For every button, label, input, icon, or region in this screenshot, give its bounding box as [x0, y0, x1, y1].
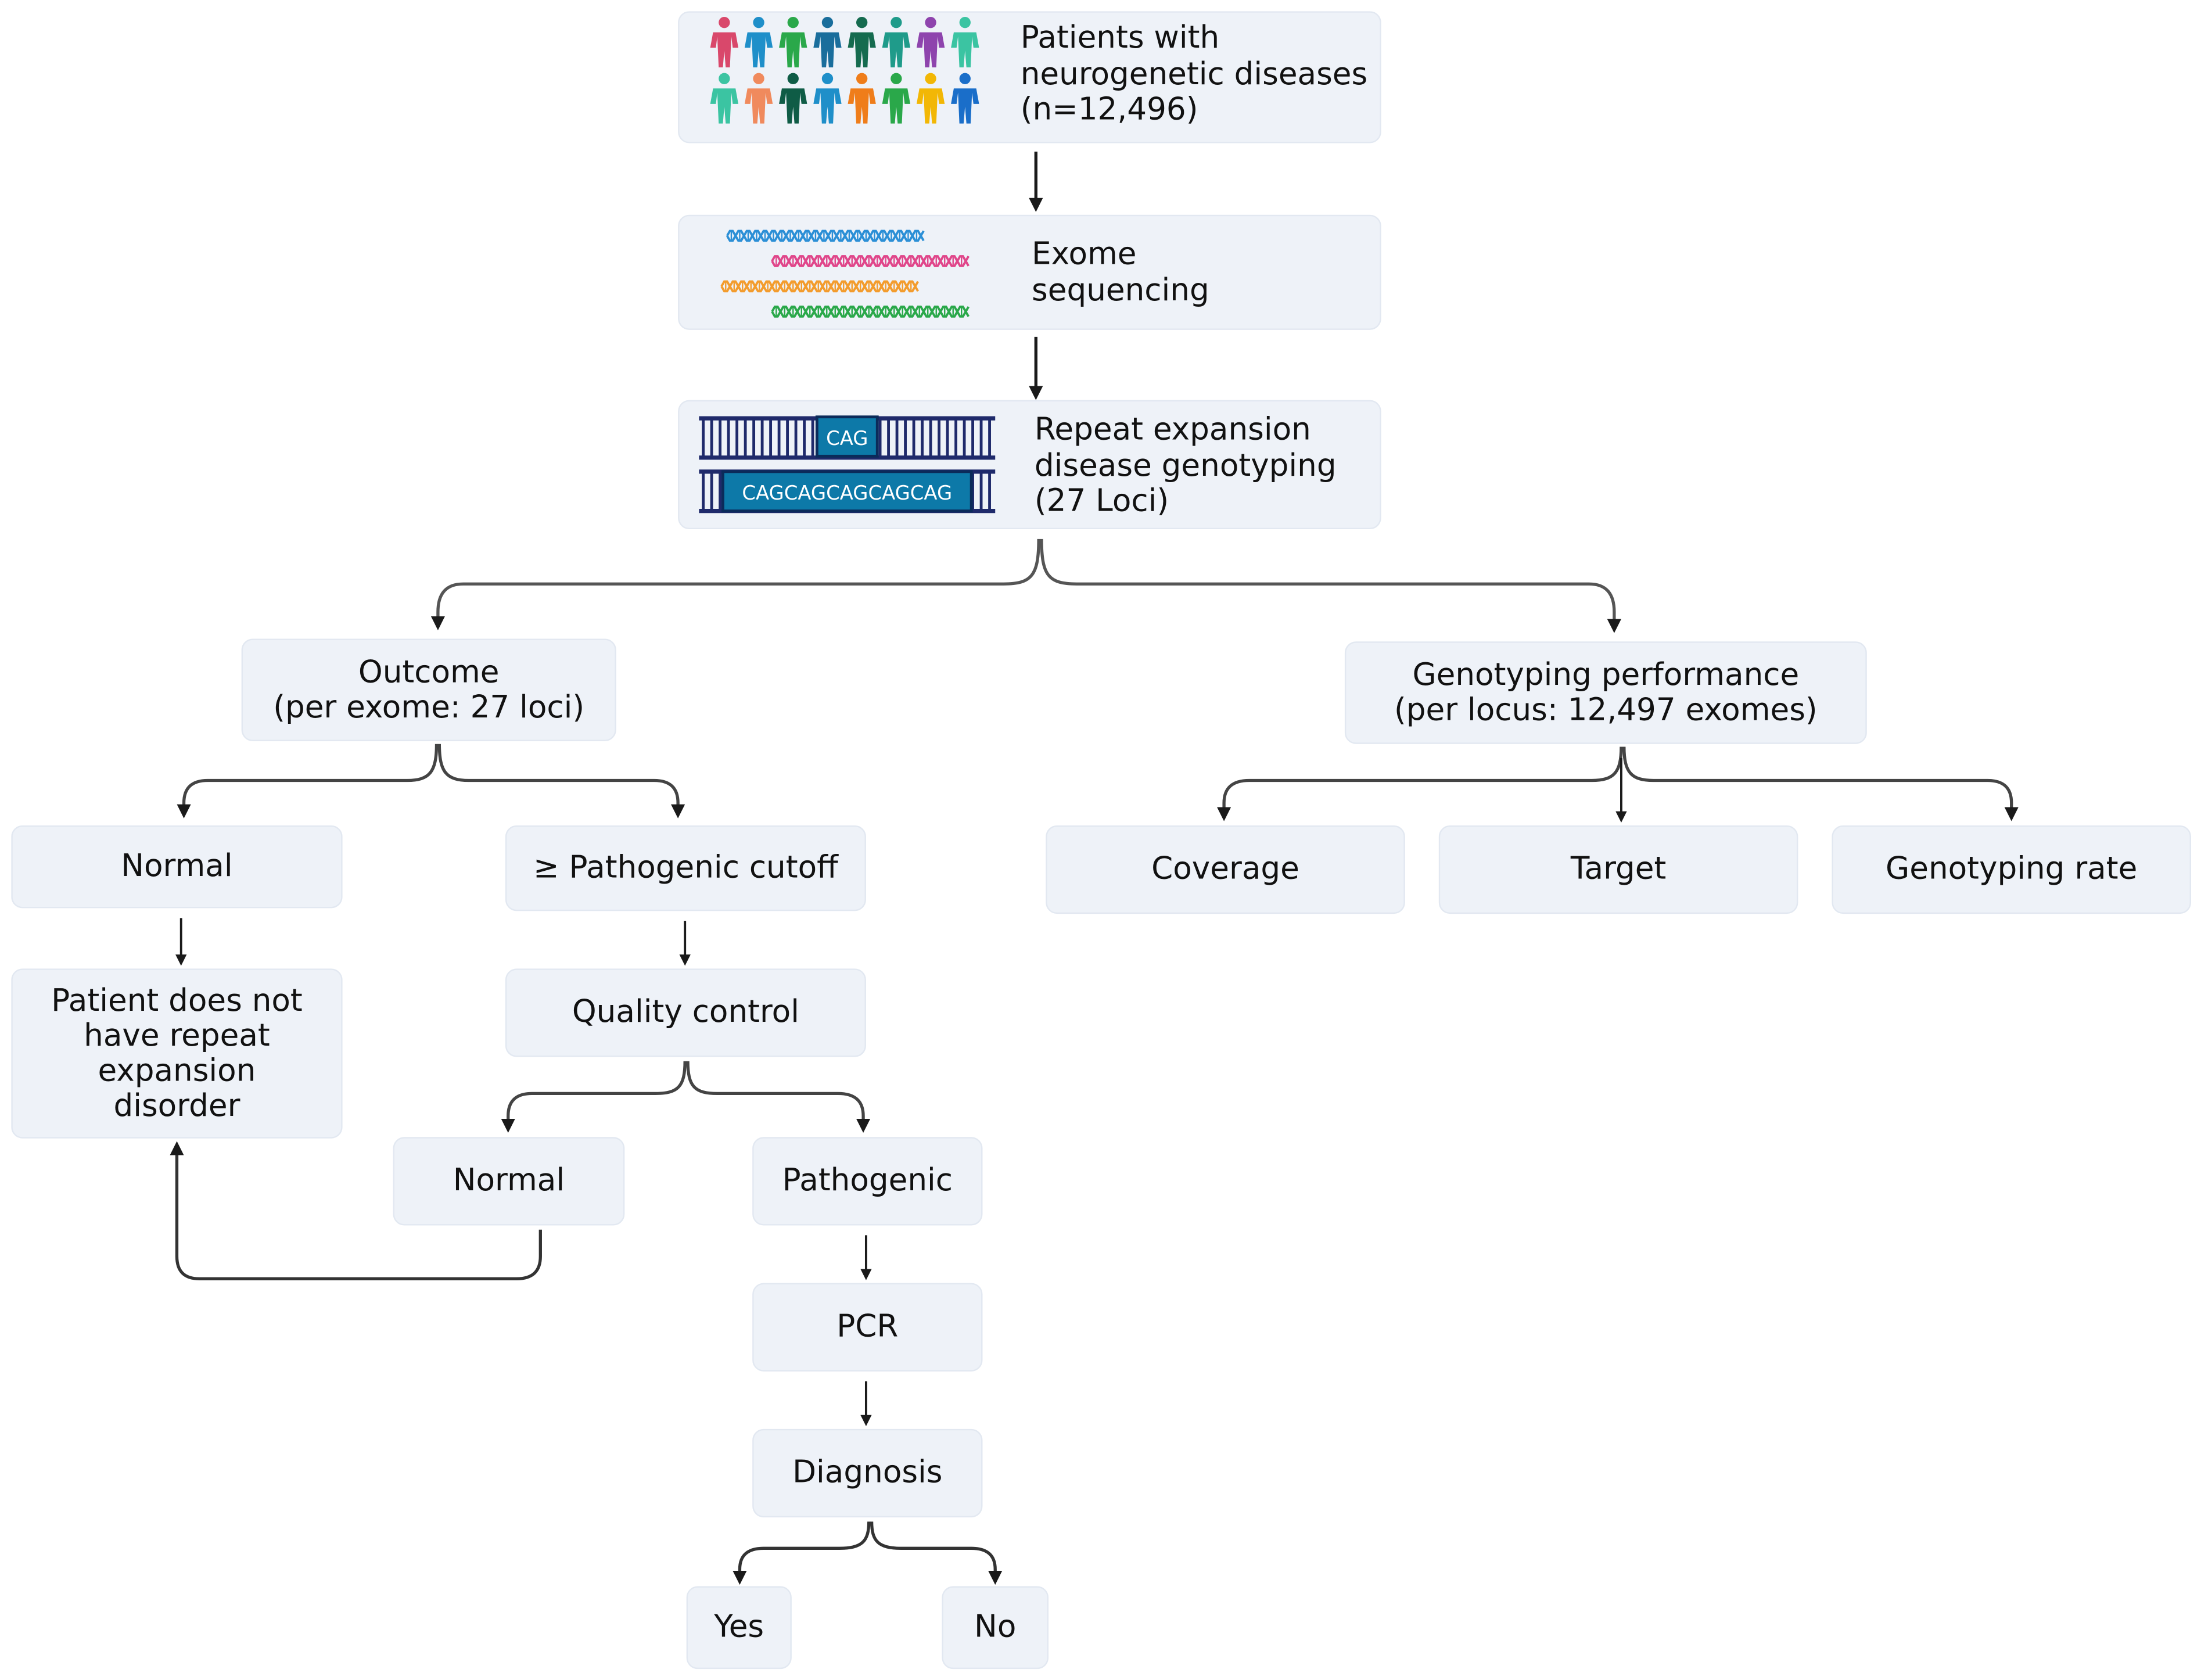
dna-strand: [726, 229, 925, 242]
diagnosis-box: Diagnosis: [752, 1428, 983, 1518]
performance-line-2: (per locus: 12,497 exomes): [1394, 692, 1818, 728]
people-icon: [710, 16, 979, 124]
genotyping-rate-box: Genotyping rate: [1832, 825, 2192, 914]
patients-line-1: Patients with: [1020, 21, 1220, 56]
person-figure: [848, 16, 876, 67]
arrow-to-genotyping-rate: [1622, 746, 2019, 821]
no-disorder-line-4: disorder: [113, 1088, 240, 1124]
qc-normal-label: Normal: [453, 1164, 565, 1199]
pathogenic-cutoff-label: ≥ Pathogenic cutoff: [533, 850, 838, 886]
yes-label: Yes: [714, 1610, 764, 1646]
genotyping-line-3: (27 Loci): [1034, 484, 1169, 520]
performance-box: Genotyping performance (per locus: 12,49…: [1344, 641, 1867, 744]
repeat-long-text: CAGCAGCAGCAGCAG: [742, 482, 952, 504]
exome-step-label: Exome sequencing: [1032, 237, 1209, 308]
target-box: Target: [1438, 825, 1798, 914]
outcome-line-1: Outcome: [358, 655, 500, 690]
no-disorder-line-2: have repeat: [84, 1018, 270, 1054]
exome-line-1: Exome: [1032, 237, 1137, 272]
qc-pathogenic-label: Pathogenic: [782, 1164, 953, 1199]
arrow-to-coverage: [1217, 746, 1623, 821]
patients-line-2: neurogenetic diseases: [1020, 56, 1368, 92]
no-disorder-line-1: Patient does not: [51, 983, 303, 1019]
pcr-label: PCR: [836, 1309, 899, 1345]
person-figure: [744, 73, 773, 124]
quality-control-box: Quality control: [505, 968, 866, 1057]
patients-line-3: (n=12,496): [1020, 92, 1198, 128]
person-figure: [813, 16, 842, 67]
target-label: Target: [1570, 852, 1667, 888]
person-figure: [710, 73, 739, 124]
no-disorder-box: Patient does not have repeat expansion d…: [11, 968, 343, 1139]
genotyping-rate-label: Genotyping rate: [1886, 852, 2138, 888]
no-label: No: [974, 1610, 1017, 1646]
arrow-qc-to-normal: [501, 1061, 687, 1133]
repeat-long-block: [721, 470, 973, 512]
genotyping-line-2: disease genotyping: [1034, 448, 1337, 484]
qc-pathogenic-box: Pathogenic: [752, 1137, 983, 1226]
repeat-short-block: [815, 415, 879, 458]
coverage-box: Coverage: [1046, 825, 1405, 914]
repeat-short-text: CAG: [826, 427, 868, 450]
outcome-box: Outcome (per exome: 27 loci): [241, 638, 616, 741]
qc-normal-box: Normal: [393, 1137, 625, 1226]
dna-strand: [771, 306, 970, 318]
person-figure: [813, 73, 842, 124]
person-figure: [951, 16, 979, 67]
pcr-box: PCR: [752, 1283, 983, 1372]
person-figure: [710, 16, 739, 67]
no-disorder-line-3: expansion: [98, 1053, 256, 1089]
repeat-expansion-icon: CAG CAGCAGCAGCAGCAG: [699, 415, 996, 514]
coverage-label: Coverage: [1151, 852, 1299, 888]
diagnosis-label: Diagnosis: [792, 1455, 943, 1491]
dna-strands-icon: [720, 229, 970, 318]
person-figure: [916, 16, 945, 67]
genotyping-line-1: Repeat expansion: [1034, 412, 1311, 448]
person-figure: [744, 16, 773, 67]
quality-control-label: Quality control: [572, 995, 799, 1031]
person-figure: [951, 73, 979, 124]
exome-line-2: sequencing: [1032, 272, 1209, 308]
person-figure: [848, 73, 876, 124]
person-figure: [916, 73, 945, 124]
genotyping-step-label: Repeat expansion disease genotyping (27 …: [1035, 412, 1337, 520]
normal-box: Normal: [11, 825, 343, 909]
dna-strand: [771, 255, 970, 267]
person-figure: [882, 16, 911, 67]
arrow-to-cutoff: [437, 744, 685, 819]
performance-line-1: Genotyping performance: [1412, 658, 1800, 693]
person-figure: [779, 16, 807, 67]
normal-label: Normal: [121, 849, 233, 885]
arrow-to-outcome: [430, 539, 1040, 630]
pathogenic-cutoff-box: ≥ Pathogenic cutoff: [505, 825, 866, 911]
arrow-to-yes: [733, 1521, 871, 1585]
exome-step: [678, 214, 1381, 330]
outcome-line-2: (per exome: 27 loci): [273, 690, 585, 726]
arrow-to-performance: [1040, 539, 1621, 633]
yes-box: Yes: [686, 1586, 792, 1670]
patients-step-label: Patients with neurogenetic diseases (n=1…: [1021, 21, 1367, 128]
arrow-qc-normal-to-no-disorder: [170, 1141, 542, 1280]
arrow-to-normal: [177, 744, 439, 819]
no-box: No: [942, 1586, 1049, 1670]
person-figure: [882, 73, 911, 124]
arrow-qc-to-pathogenic: [686, 1061, 871, 1133]
dna-strand: [720, 280, 919, 293]
arrow-to-no: [870, 1521, 1003, 1585]
person-figure: [779, 73, 807, 124]
